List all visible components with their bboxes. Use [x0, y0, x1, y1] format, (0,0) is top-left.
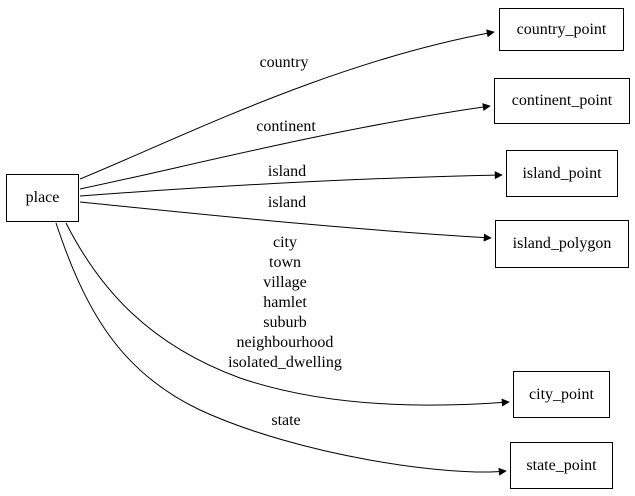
node-place: place	[6, 174, 79, 222]
node-state-point-label: state_point	[526, 456, 597, 474]
edge-place-country_point	[79, 29, 495, 180]
edge-label-island-polygon: island	[267, 194, 307, 211]
node-city-point: city_point	[513, 371, 610, 418]
edge-label-island-point: island	[267, 163, 307, 180]
node-island-polygon: island_polygon	[495, 220, 629, 268]
node-island-point-label: island_point	[522, 164, 602, 182]
node-continent-point: continent_point	[494, 78, 630, 124]
edge-place-island_polygon	[79, 201, 492, 242]
node-state-point: state_point	[510, 442, 613, 489]
node-island-point: island_point	[506, 150, 618, 197]
node-continent-point-label: continent_point	[511, 92, 613, 109]
node-country-point-label: country_point	[516, 20, 607, 38]
edge-label-country: country	[259, 54, 309, 71]
edge-place-state_point	[55, 222, 507, 476]
node-place-label: place	[25, 189, 60, 206]
edge-label-continent: continent	[256, 118, 316, 135]
node-city-point-label: city_point	[529, 385, 594, 403]
edge-place-city_point	[65, 222, 510, 407]
edge-label-city-group: city town village hamlet suburb neighbou…	[228, 234, 342, 371]
node-country-point: country_point	[499, 8, 624, 51]
edge-label-state: state	[271, 412, 301, 429]
edge-place-island_point	[79, 171, 503, 197]
node-island-polygon-label: island_polygon	[512, 235, 612, 252]
edge-place-continent_point	[79, 103, 491, 190]
